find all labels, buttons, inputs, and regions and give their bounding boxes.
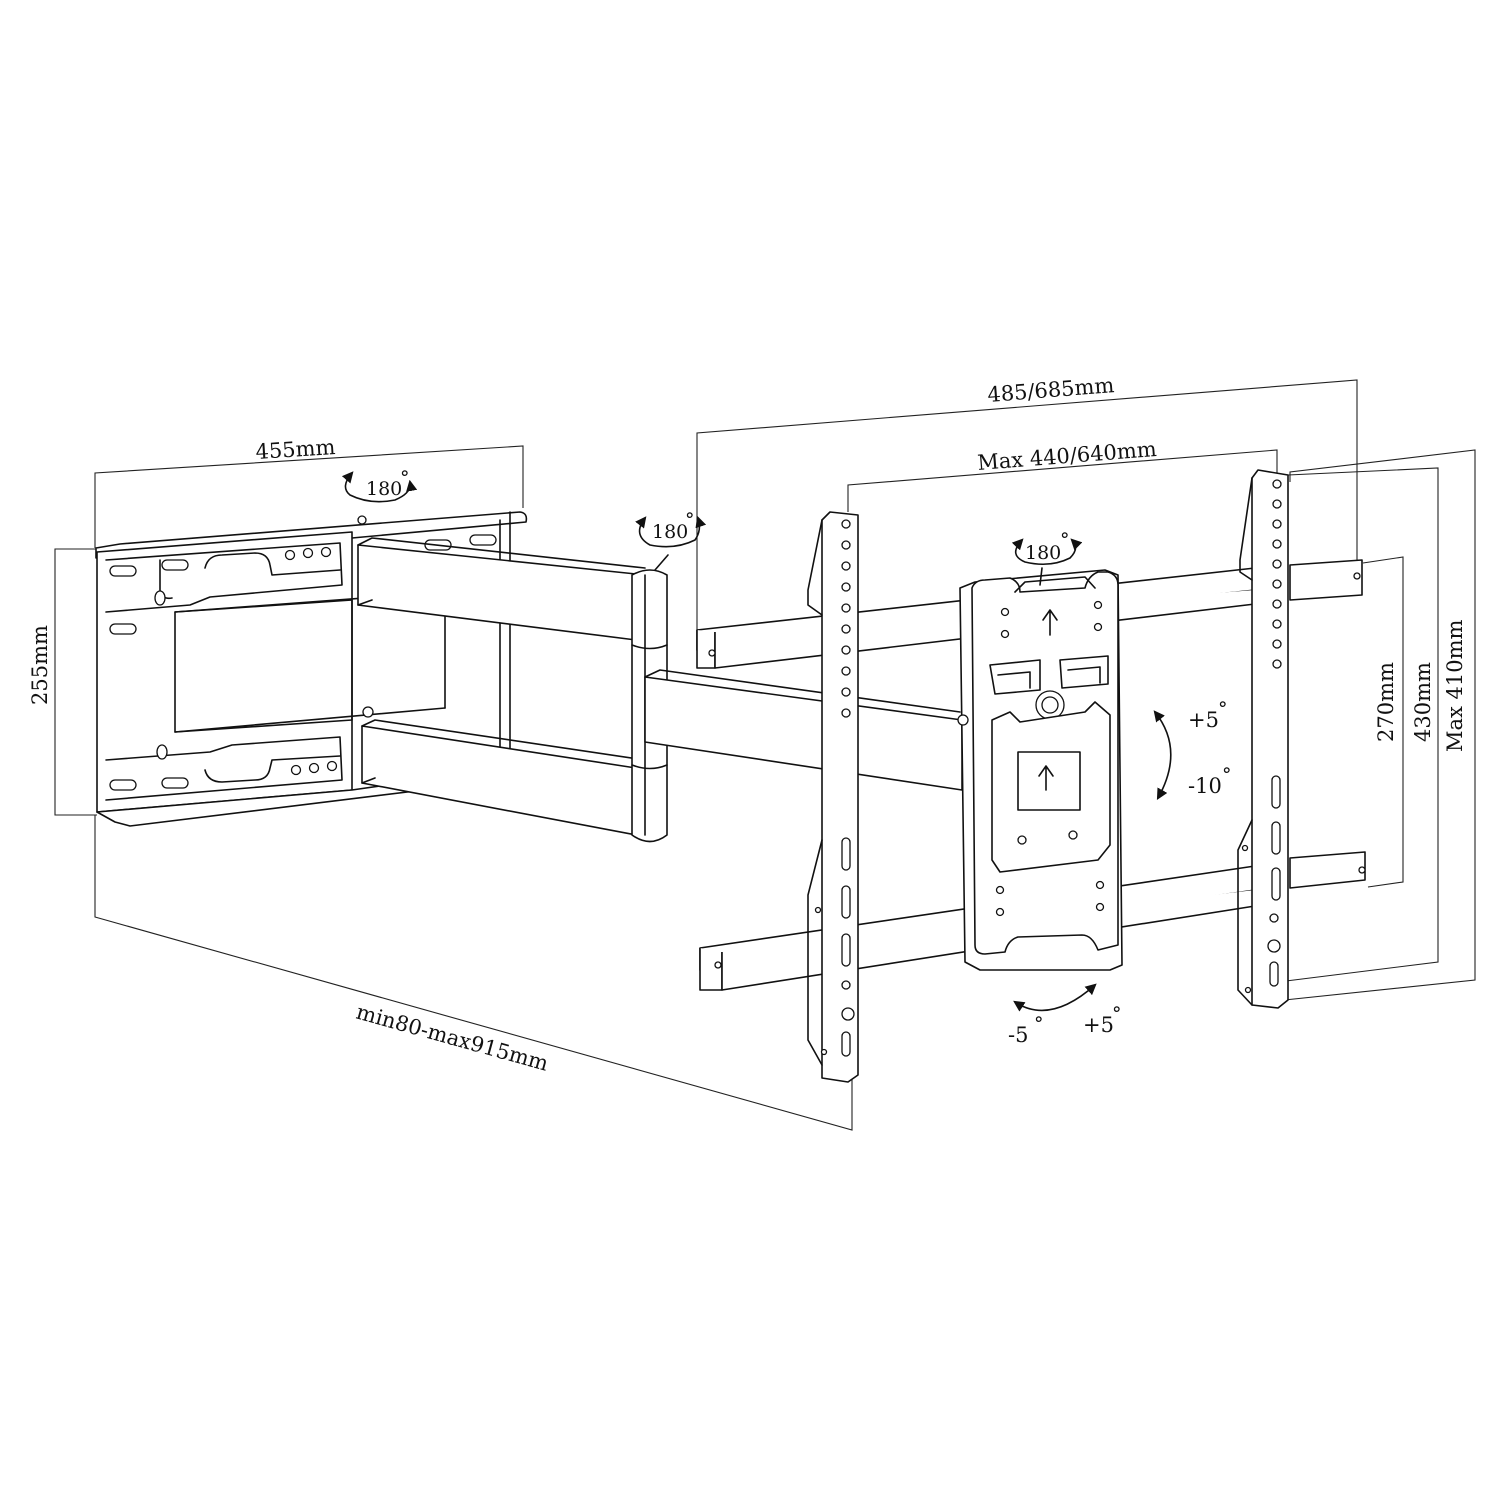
dim-line-255	[54, 548, 97, 816]
wall-slot	[109, 565, 137, 577]
rotate-arrow	[1013, 983, 1097, 1012]
label-overall-width: 485/685mm	[987, 373, 1116, 407]
label-rotate-left: -5	[1008, 1023, 1028, 1047]
wall-slot	[469, 534, 497, 546]
dim-line-455	[94, 445, 524, 548]
swivel-arrow-wall	[341, 471, 418, 503]
degree-symbol: °	[1222, 764, 1232, 786]
wall-slot	[161, 777, 189, 789]
rotation-indicators	[341, 471, 1172, 1012]
label-height-270: 270mm	[1374, 662, 1398, 742]
swivel-arrow-arm	[635, 515, 707, 548]
label-height-430: 430mm	[1411, 662, 1435, 742]
degree-symbol: °	[1034, 1013, 1044, 1035]
dim-line-vesa-height	[1274, 449, 1476, 1002]
wall-slot	[109, 779, 137, 791]
degree-symbol: °	[1112, 1003, 1122, 1025]
label-swivel-wall: 180	[366, 478, 402, 500]
degree-symbol: °	[685, 509, 695, 531]
degree-symbol: °	[400, 467, 410, 489]
label-vesa-width: Max 440/640mm	[977, 437, 1158, 475]
dim-line-extension	[94, 815, 853, 1131]
tilt-head-plate	[957, 569, 1123, 971]
tilt-arrow	[1153, 710, 1172, 800]
label-swivel-arm: 180	[652, 521, 688, 543]
wall-slot	[161, 559, 189, 571]
label-tilt-up: +5	[1188, 708, 1219, 732]
tv-bracket-left	[807, 511, 859, 1083]
wall-plate	[95, 511, 528, 827]
label-wall-plate-width: 455mm	[255, 435, 336, 464]
swing-arms	[357, 537, 963, 843]
dimension-lines	[54, 379, 1476, 1131]
dim-line-vesa-width	[847, 449, 1278, 512]
label-swivel-head: 180	[1025, 542, 1061, 564]
label-wall-plate-height: 255mm	[28, 625, 52, 705]
swivel-arrow-head	[1011, 538, 1083, 566]
degree-symbol: °	[1218, 698, 1228, 720]
degree-symbol: °	[1060, 529, 1070, 551]
dim-line-overall	[696, 379, 1358, 630]
dim-line-430	[1277, 467, 1439, 983]
label-tilt-down: -10	[1188, 774, 1222, 798]
wall-slot	[109, 623, 137, 635]
label-vesa-height: Max 410mm	[1443, 619, 1467, 752]
tv-bracket-right	[1237, 469, 1289, 1009]
dim-line-270	[1362, 556, 1404, 888]
label-extension: min80-max915mm	[354, 1000, 551, 1076]
label-rotate-right: +5	[1083, 1013, 1114, 1037]
